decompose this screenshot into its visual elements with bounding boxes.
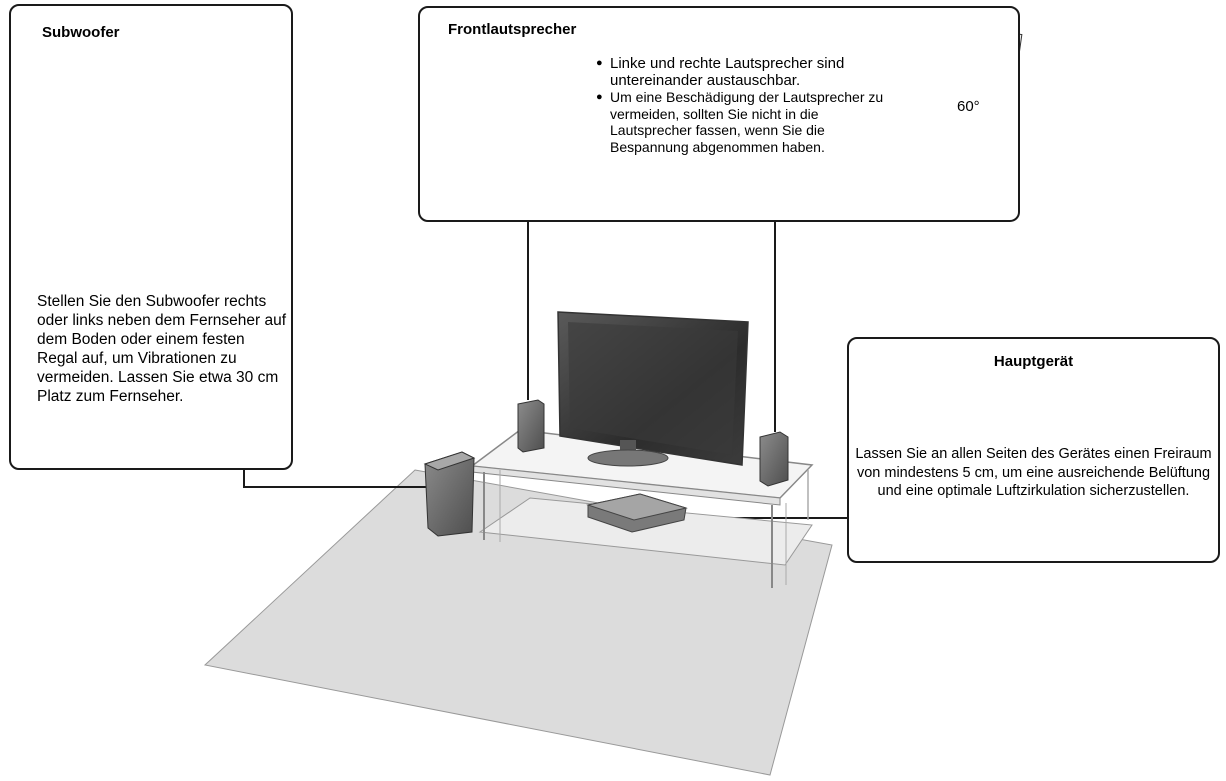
front-speakers-bullet-2: Um eine Beschädigung der Lautsprecher zu… xyxy=(596,89,896,155)
subwoofer-title: Subwoofer xyxy=(42,24,120,41)
front-speakers-bullet-1: Linke und rechte Lautsprecher sind unter… xyxy=(596,55,896,89)
main-unit-text: Lassen Sie an allen Seiten des Gerätes e… xyxy=(855,446,1212,499)
line-subwoofer xyxy=(243,470,432,488)
angle-label: 60° xyxy=(957,98,980,115)
main-unit-callout: Hauptgerät Lassen Sie an allen Seiten de… xyxy=(847,337,1220,563)
front-speakers-bullets: Linke und rechte Lautsprecher sind unter… xyxy=(596,55,896,155)
front-speaker-right xyxy=(759,431,789,487)
main-unit-illustration xyxy=(586,493,688,533)
front-speakers-callout: Frontlautsprecher Linke und rechte Lauts… xyxy=(418,6,1020,222)
front-speakers-title: Frontlautsprecher xyxy=(448,21,577,38)
subwoofer-floor-illustration xyxy=(423,451,476,537)
main-unit-title: Hauptgerät xyxy=(993,353,1074,370)
front-speaker-left xyxy=(517,399,545,453)
subwoofer-callout: Subwoofer Stellen Sie den Subwoofer rech… xyxy=(9,4,293,470)
subwoofer-text: Stellen Sie den Subwoofer rechts oder li… xyxy=(37,293,287,405)
tv-illustration xyxy=(557,311,749,467)
